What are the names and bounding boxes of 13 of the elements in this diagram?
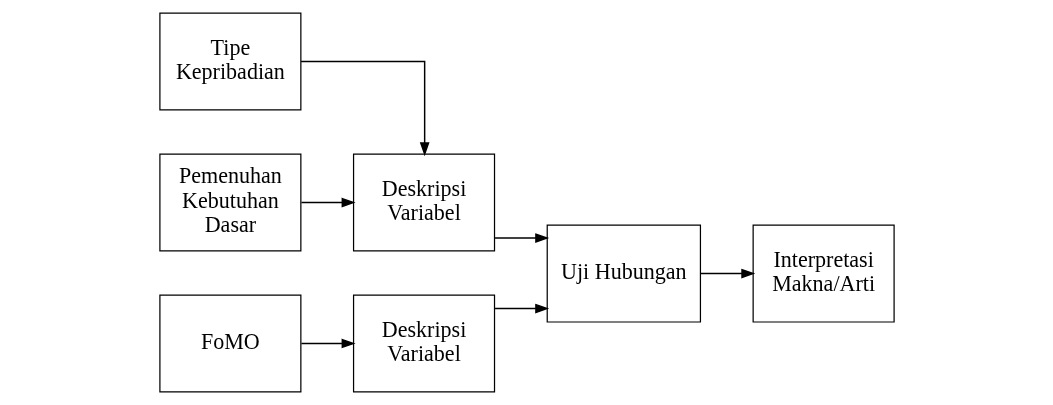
node-box: FoMO — [158, 294, 301, 393]
arrow — [699, 268, 755, 279]
arrow — [493, 233, 549, 243]
node-box: Interpretasi Makna/Arti — [752, 224, 895, 323]
arrow — [300, 338, 356, 349]
node-box: Pemenuhan Kebutuhan Dasar — [158, 153, 301, 252]
node-box: Deskripsi Variabel — [352, 294, 495, 393]
arrow — [299, 60, 430, 157]
node-box: Tipe Kepribadian — [158, 12, 301, 111]
node-box: Uji Hubungan — [546, 224, 701, 323]
arrow — [300, 197, 356, 208]
node-box: Deskripsi Variabel — [352, 153, 495, 252]
arrow — [493, 303, 549, 314]
